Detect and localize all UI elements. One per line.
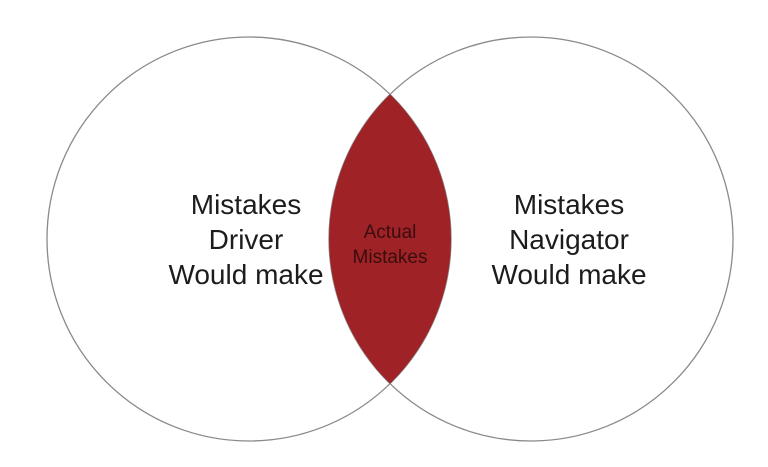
intersection-region [329,94,451,384]
right-circle [328,36,734,442]
right-circle-label-line1: Mistakes [514,189,624,220]
intersection-label-line2: Mistakes [353,247,428,268]
left-circle-label-line3: Would make [168,259,323,290]
left-circle [46,36,452,442]
left-circle-label-line1: Mistakes [191,189,301,220]
intersection-label-line1: Actual [364,222,417,243]
left-circle-label-line2: Driver [209,224,284,255]
right-circle-label-line2: Navigator [509,224,629,255]
right-circle-label-line3: Would make [491,259,646,290]
